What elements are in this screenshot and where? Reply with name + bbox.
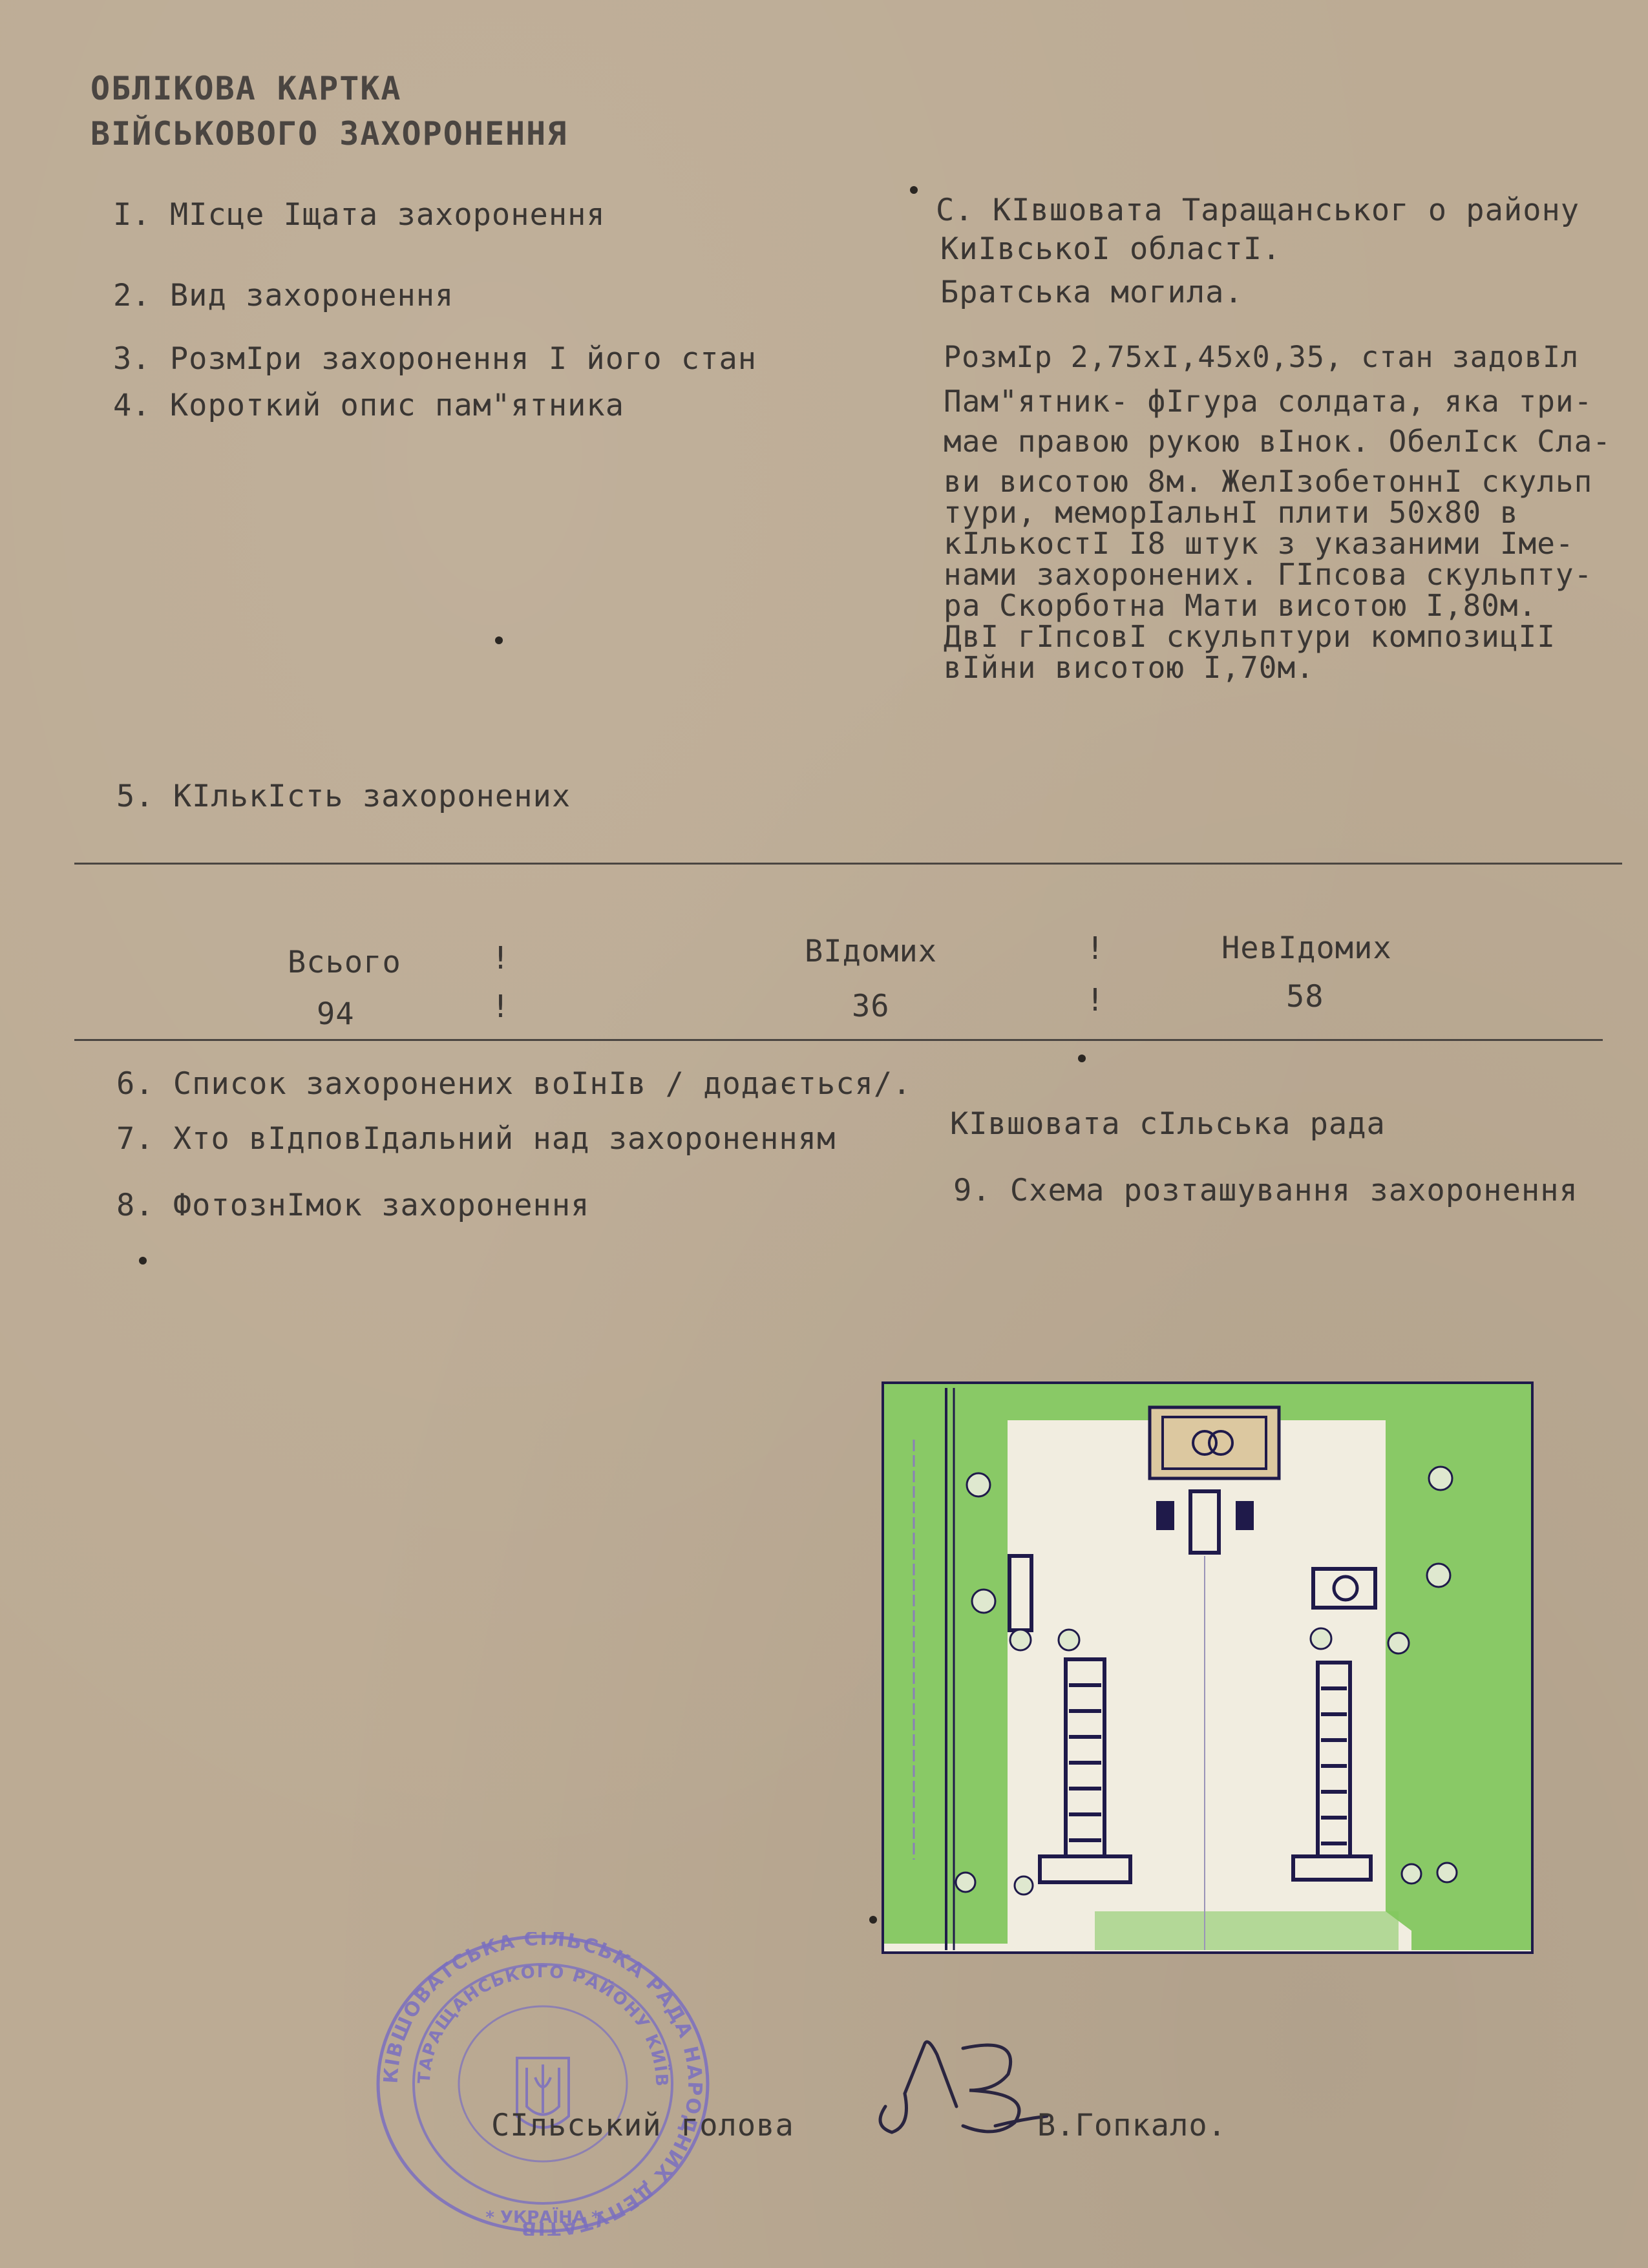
unknown-value: 58 — [1286, 979, 1324, 1014]
field-1-label: І. МІсце Іщата захоронення — [113, 197, 606, 233]
ink-dot — [869, 1916, 877, 1924]
monument-description: Пам"ятник- фІгура солдата, яка три- мае … — [944, 381, 1611, 688]
known-value: 36 — [852, 989, 890, 1024]
column-separator: ! — [1086, 930, 1104, 967]
type-value: Братська могила. — [940, 275, 1243, 310]
field-7-label: 7. Хто вІдповІдальний над захороненням — [116, 1121, 836, 1157]
total-label: Всього — [288, 945, 401, 980]
field-6: 6. Список захоронених воІнІв / додається… — [116, 1066, 912, 1102]
ink-dot — [910, 186, 918, 194]
signatory-name: В.Гопкало. — [1037, 2108, 1227, 2143]
description-line: ДвІ гІпсовІ скульптури композицІІ — [944, 619, 1556, 654]
table-bottom-rule — [74, 1039, 1603, 1041]
field-9-label: 9. Схема розташування захоронення — [953, 1173, 1578, 1208]
field-5-label: 5. КІлькІсть захоронених — [116, 779, 571, 814]
description-line: кІлькостІ І8 штук з указаними Іме- — [944, 526, 1574, 561]
description-line: нами захоронених. ГІпсова скульпту- — [944, 557, 1593, 592]
description-line: Пам"ятник- фІгура солдата, яка три- — [944, 384, 1593, 419]
signatory-role: СІльський голова — [491, 2108, 794, 2143]
card-title: ОБЛІКОВА КАРТКА — [90, 70, 402, 107]
column-separator: ! — [491, 989, 510, 1025]
ink-dot — [1078, 1055, 1086, 1062]
field-7-value: КІвшовата сІльська рада — [950, 1106, 1386, 1142]
field-3-label: 3. РозмІри захоронення І його стан — [113, 341, 757, 377]
known-label: ВІдомих — [805, 934, 938, 969]
card-subtitle: ВІЙСЬКОВОГО ЗАХОРОНЕННЯ — [90, 115, 568, 152]
handwritten-signature — [878, 2040, 1049, 2134]
description-line: ви висотою 8м. ЖелІзобетоннІ скульп — [944, 464, 1593, 499]
column-separator: ! — [491, 940, 510, 976]
field-4-label: 4. Короткий опис пам"ятника — [113, 388, 625, 423]
description-line: мае правою рукою вІнок. ОбелІск Сла- — [944, 424, 1611, 459]
description-line: ра Скорботна Мати висотою І,80м. — [944, 588, 1537, 623]
description-line: тури, меморІальнІ плити 50х80 в — [944, 495, 1519, 530]
description-line: вІйни висотою І,70м. — [944, 650, 1315, 685]
ink-dot — [495, 636, 503, 644]
unknown-label: НевІдомих — [1221, 930, 1392, 966]
place-value-line2: КиІвськоІ областІ. — [940, 231, 1282, 267]
place-value-line1: С. КІвшовата Таращанськог о району — [936, 193, 1580, 228]
ink-dot — [139, 1257, 147, 1265]
total-value: 94 — [317, 996, 355, 1032]
seal-bottom-text: * УКРАЇНА * — [485, 2207, 600, 2227]
field-2-label: 2. Вид захоронення — [113, 278, 454, 313]
field-8-label: 8. ФотознІмок захоронення — [116, 1188, 590, 1223]
size-value: РозмІр 2,75хІ,45х0,35, стан задовІл — [944, 340, 1579, 374]
column-separator: ! — [1086, 982, 1104, 1018]
burial-location-scheme — [882, 1381, 1534, 1954]
table-top-rule — [74, 863, 1622, 865]
official-seal: КІВШОВАТСЬКА СІЛЬСЬКА РАДА НАРОДНИХ ДЕПУ… — [368, 1932, 710, 2236]
